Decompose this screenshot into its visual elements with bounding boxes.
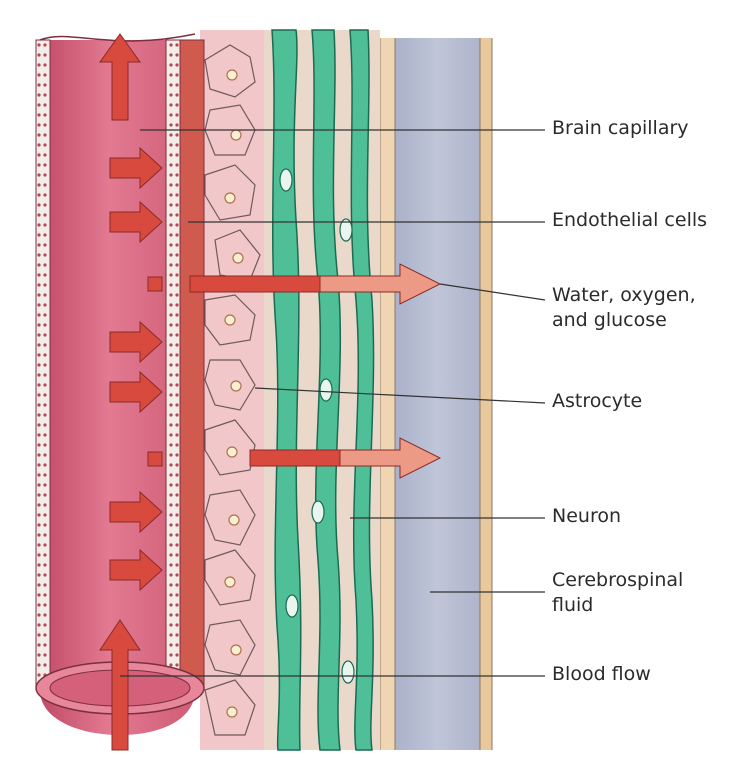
label-cerebrospinal-fluid: Cerebrospinal fluid — [552, 568, 683, 618]
capillary-wall-right — [166, 40, 180, 690]
endothelial-wall — [180, 40, 204, 690]
label-water-oxygen-glucose: Water, oxygen, and glucose — [552, 283, 696, 333]
label-water-oxygen-glucose-line2: and glucose — [552, 308, 696, 333]
label-blood-flow: Blood flow — [552, 662, 651, 687]
label-csf-line2: fluid — [552, 593, 683, 618]
label-csf-line1: Cerebrospinal — [552, 568, 683, 593]
label-astrocyte: Astrocyte — [552, 389, 642, 414]
label-water-oxygen-glucose-line1: Water, oxygen, — [552, 283, 696, 308]
membrane-strip — [480, 38, 492, 750]
label-neuron: Neuron — [552, 504, 621, 529]
csf-region — [395, 38, 480, 750]
label-endothelial-cells: Endothelial cells — [552, 208, 707, 233]
capillary-wall-left — [36, 40, 50, 690]
label-brain-capillary: Brain capillary — [552, 116, 689, 141]
